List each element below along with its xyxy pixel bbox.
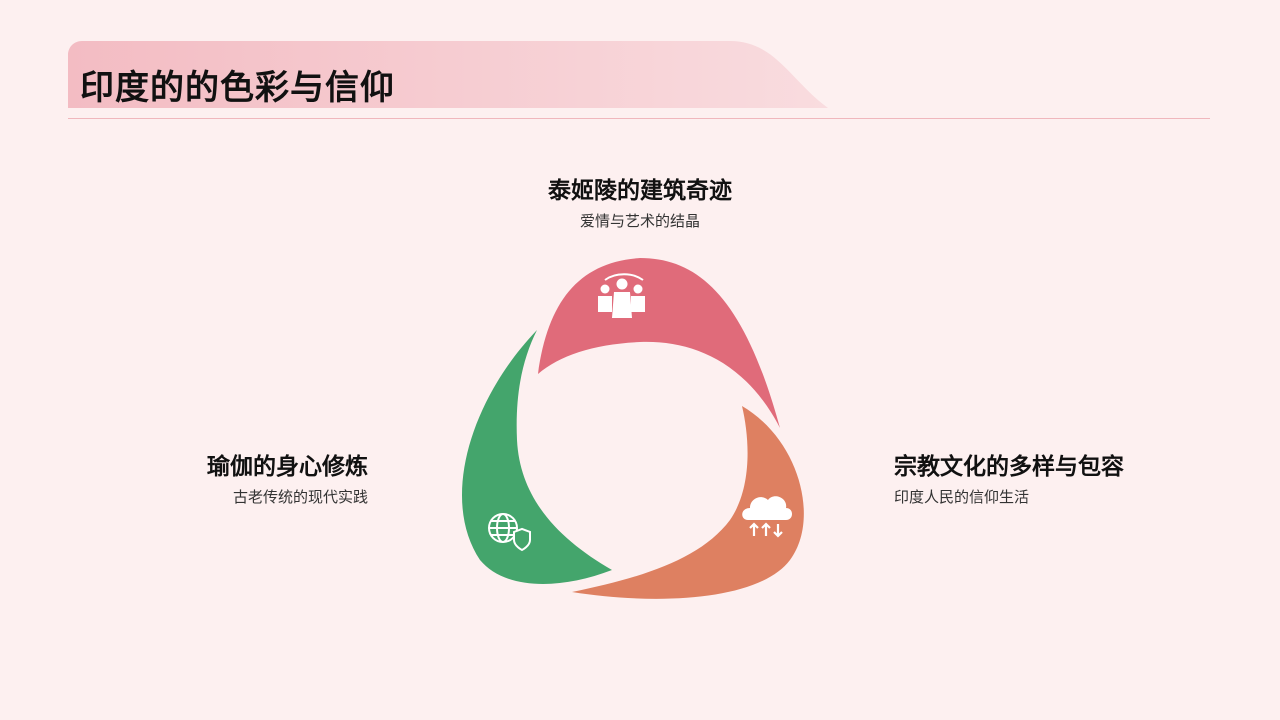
item-subtitle-religion: 印度人民的信仰生活 [894,488,1030,506]
item-subtitle-taj-mahal: 爱情与艺术的结晶 [579,212,700,230]
page-title: 印度的的色彩与信仰 [80,68,395,108]
item-title-taj-mahal: 泰姬陵的建筑奇迹 [548,178,732,204]
title-band [68,41,828,108]
title-divider [68,118,1210,119]
item-subtitle-yoga: 古老传统的现代实践 [232,488,368,506]
segment-left [461,330,612,584]
segment-top [538,258,780,428]
segment-right [572,406,804,599]
cloud-transfer-icon [742,496,792,538]
item-title-yoga: 瑜伽的身心修炼 [207,454,368,480]
globe-shield-icon [488,513,531,552]
item-title-religion: 宗教文化的多样与包容 [894,454,1124,480]
people-group-icon [598,273,645,318]
